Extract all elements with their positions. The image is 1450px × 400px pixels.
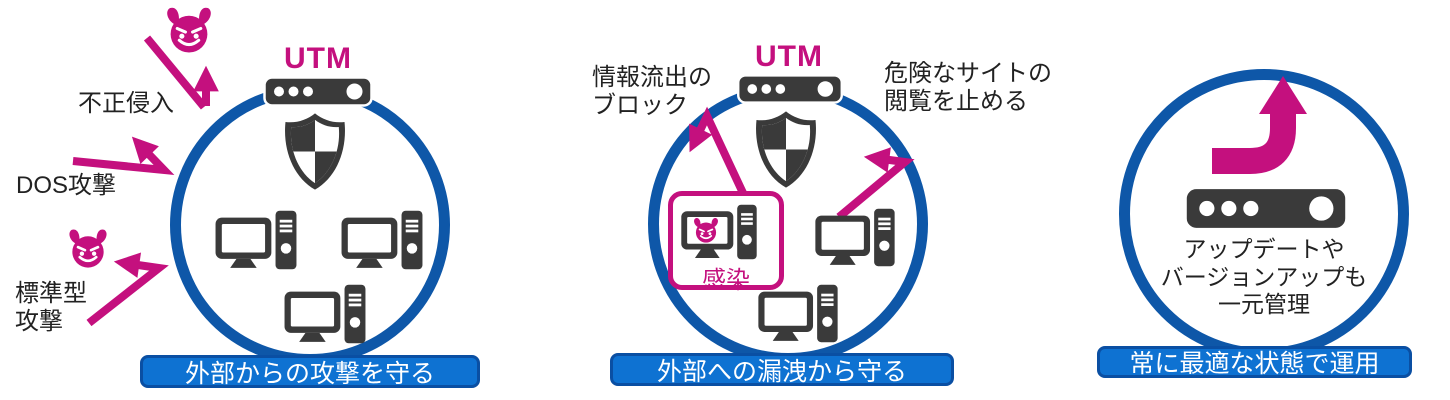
checkered-shield-icon xyxy=(279,111,351,192)
attack-label-dos: DOS攻撃 xyxy=(16,172,117,199)
desktop-computer-icon xyxy=(814,208,896,267)
utm-appliance-icon xyxy=(736,74,844,104)
utm-label-1: UTM xyxy=(284,42,352,75)
infection-label: 感染 xyxy=(702,267,750,294)
desktop-computer-icon xyxy=(340,210,424,270)
update-management-text: アップデートや バージョンアップも 一元管理 xyxy=(1160,236,1368,318)
attack-label-intrusion: 不正侵入 xyxy=(78,90,174,117)
caption-text-3: 常に最適な状態で運用 xyxy=(1129,350,1380,378)
malware-devil-icon xyxy=(692,217,720,243)
caption-banner-1: 外部からの攻撃を守る xyxy=(140,355,480,388)
label-dangerous-site: 危険なサイトの 閲覧を止める xyxy=(884,60,1052,116)
malware-devil-icon xyxy=(163,6,215,53)
utm-label-2: UTM xyxy=(755,40,823,73)
checkered-shield-icon xyxy=(750,109,822,190)
deflect-arrow-dos xyxy=(72,136,175,176)
caption-banner-2: 外部への漏洩から守る xyxy=(610,353,954,386)
deflect-arrow-targeted xyxy=(86,252,169,327)
desktop-computer-icon xyxy=(283,284,367,344)
attack-label-targeted: 標準型 攻撃 xyxy=(15,280,87,336)
desktop-computer-icon xyxy=(214,210,298,270)
malware-devil-icon xyxy=(66,228,110,268)
caption-banner-3: 常に最適な状態で運用 xyxy=(1097,346,1412,378)
caption-text-2: 外部への漏洩から守る xyxy=(656,357,907,386)
label-leak-block: 情報流出の ブロック xyxy=(592,64,712,120)
utm-appliance-icon xyxy=(262,76,374,107)
caption-text-1: 外部からの攻撃を守る xyxy=(184,359,435,388)
utm-appliance-icon xyxy=(1182,185,1350,232)
